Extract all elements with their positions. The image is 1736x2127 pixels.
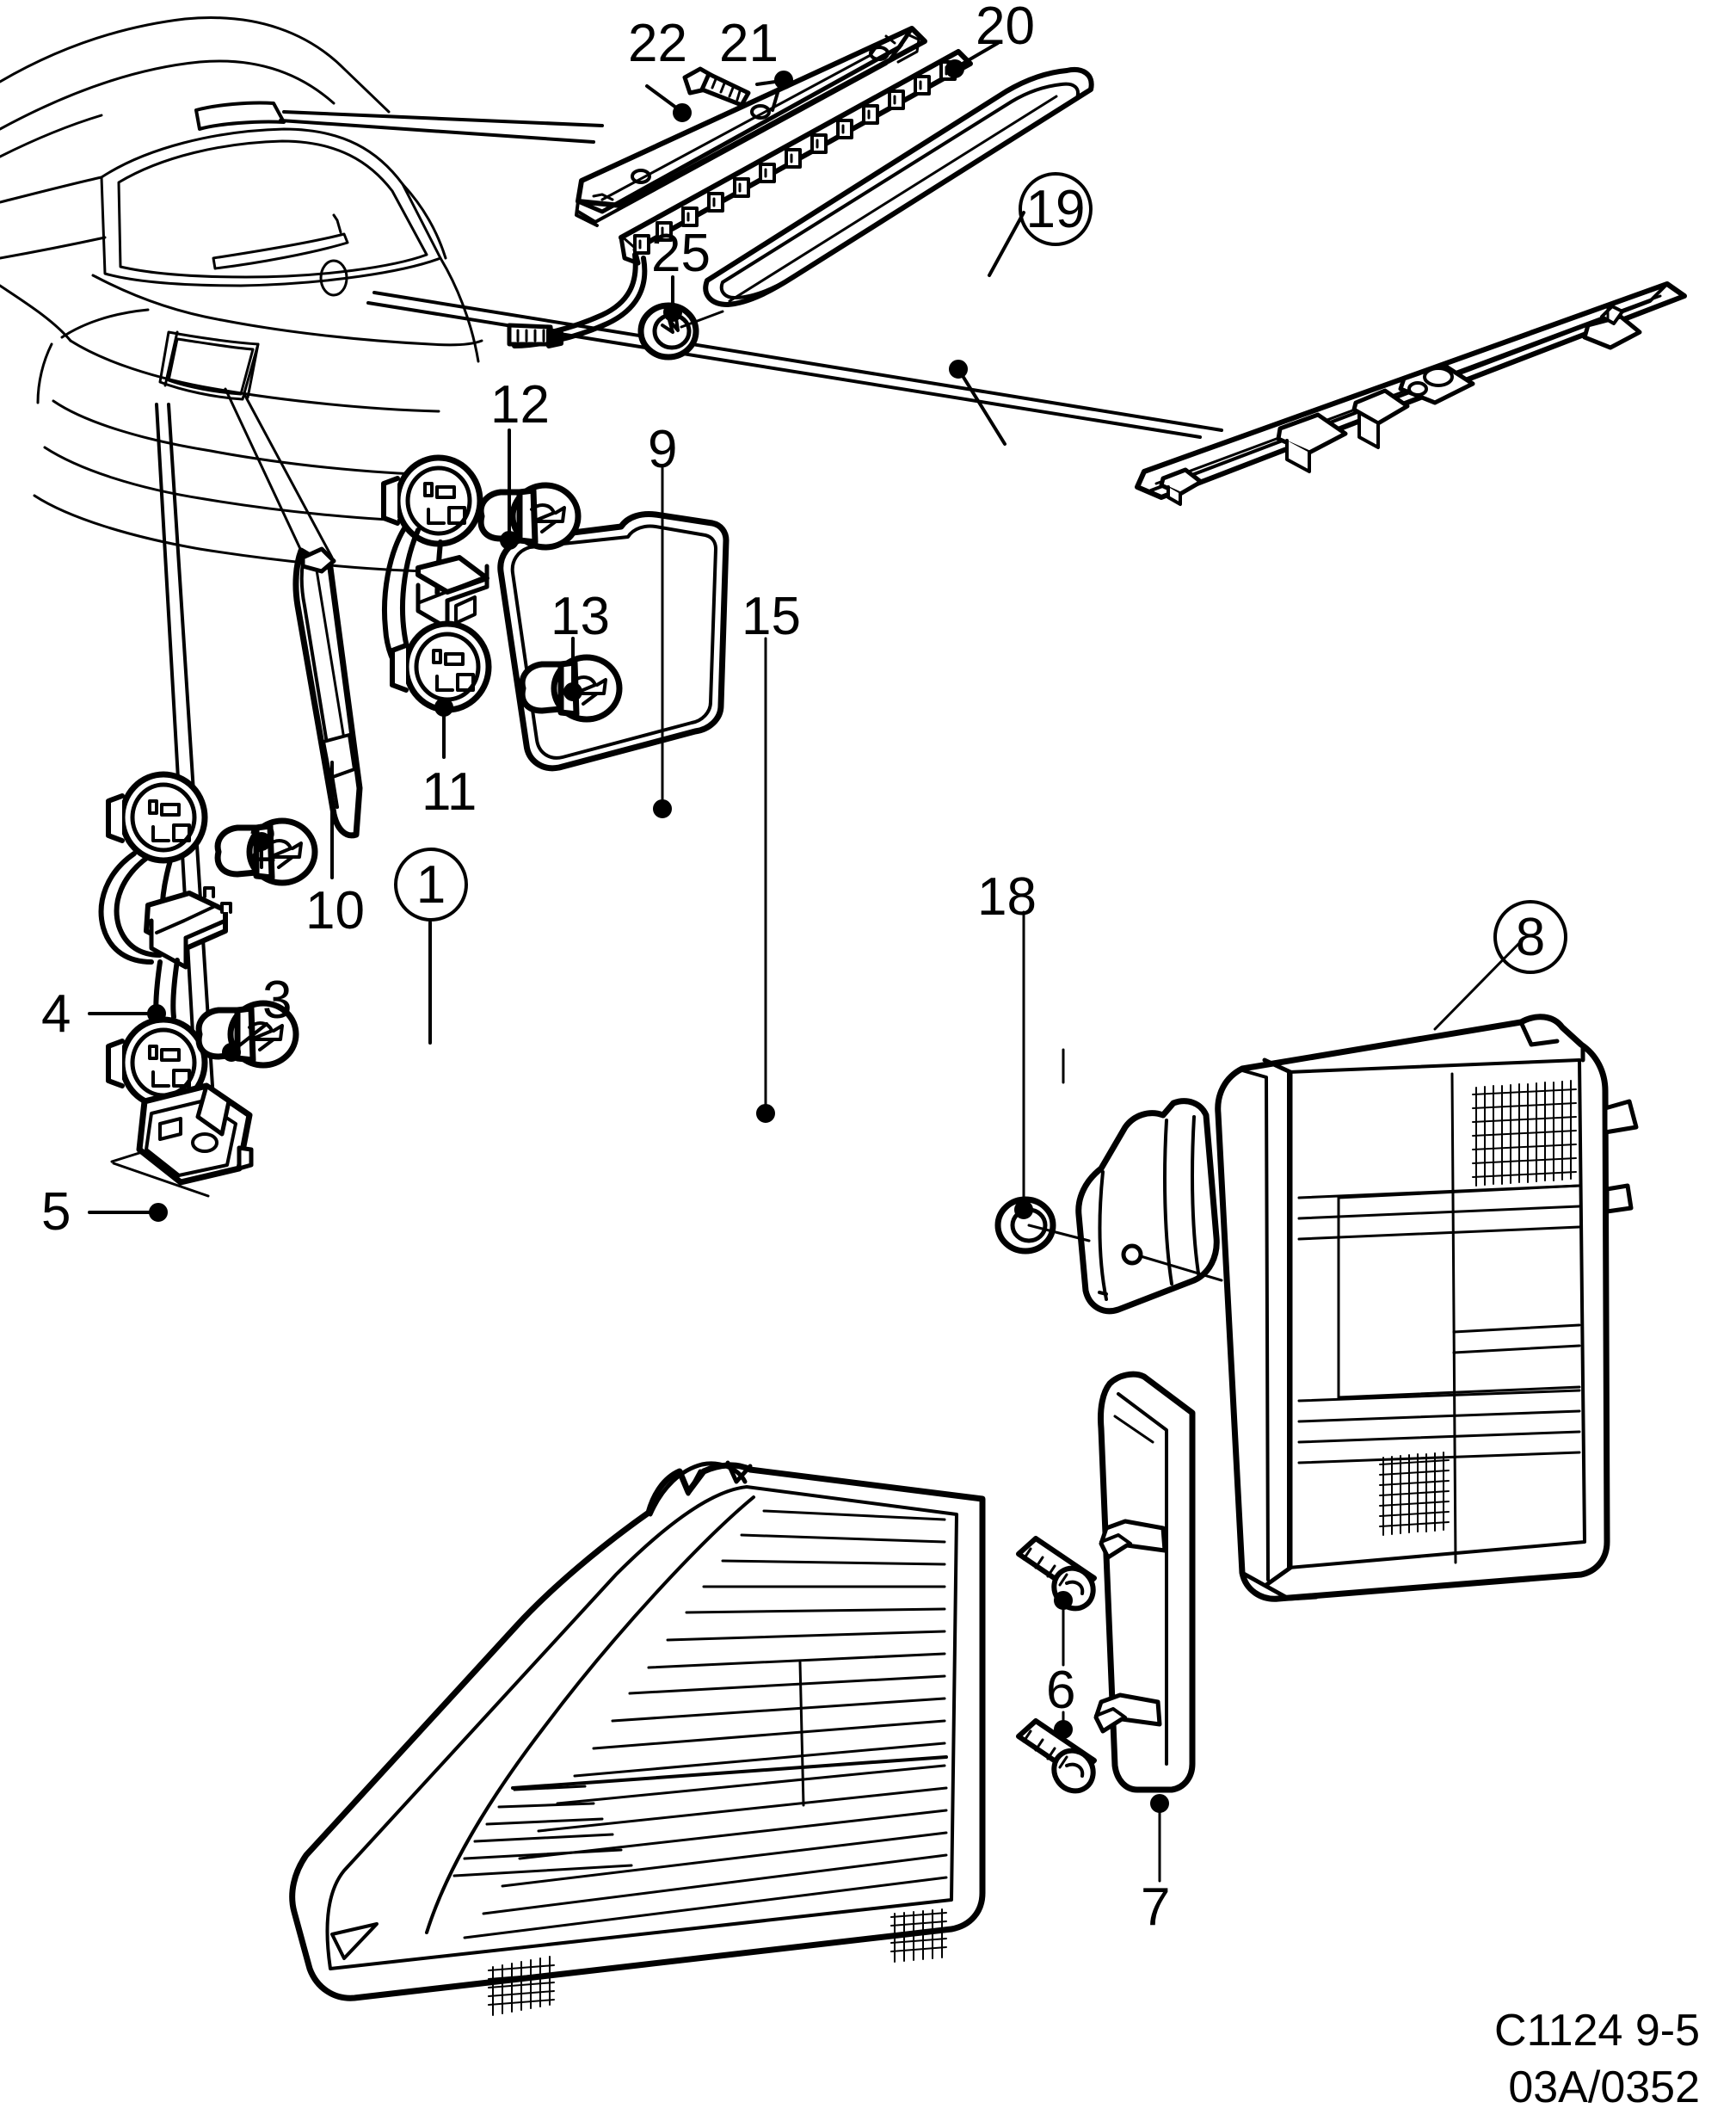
callout-label-22: 25 [651,224,711,283]
part-11-bulb-holder-assembly [381,454,492,713]
callout-label-16: 18 [977,867,1037,927]
part-25-lamp-carrier-bracket [1135,281,1687,506]
callout-label-18: 19 [1019,172,1093,246]
callout-label-19: 20 [976,0,1035,56]
callout-label-2: 2 [248,814,278,873]
part-12-bulb [477,482,582,551]
footer-doc-code: C1124 9-5 [1494,2006,1700,2056]
callout-label-12: 12 [490,375,550,435]
part-15-corner-filler [1075,1098,1223,1315]
part-10-side-trim-strip [292,546,363,839]
part-1-tail-lamp-lens [289,1460,986,2016]
callout-label-10: 10 [305,881,365,940]
part-8-reflector-panel [1215,1014,1639,1602]
part-5-retaining-clip [136,1082,254,1186]
panel-mesh [1379,1452,1450,1536]
part-16-grommet [994,1196,1091,1255]
callout-label-8: 8 [1493,900,1567,974]
part-7-trim-moulding-strip [1093,1371,1196,1793]
callout-label-15: 15 [742,587,801,646]
part-4-bulb-holder-harness [98,771,232,1109]
part-13-bulb [519,654,623,723]
callout-label-6: 6 [1046,1661,1076,1720]
callout-label-4: 4 [41,984,71,1044]
callout-label-1: 1 [394,848,468,922]
callout-label-13: 13 [551,587,610,646]
callout-label-21: 22 [628,14,687,73]
callout-label-11: 11 [422,762,477,822]
callout-label-7: 7 [1141,1877,1171,1937]
callout-label-5: 5 [41,1182,71,1242]
reflector-mesh [488,1908,947,2016]
footer-revision-code: 03A/0352 [1508,2062,1700,2112]
part-20-lamp-housing-rail [575,26,927,227]
part-18-high-level-lamp-cover [703,67,1094,307]
callout-label-3: 3 [262,971,292,1030]
part-21-screw [682,66,751,108]
car-body-outline [0,16,483,573]
part-9-lamp-gasket-seal [497,511,729,772]
callout-label-9: 9 [648,420,678,479]
callout-label-20: 21 [719,14,779,73]
part-6-screws [1016,1536,1097,1794]
part-22-wiring-and-grommet [507,252,724,361]
